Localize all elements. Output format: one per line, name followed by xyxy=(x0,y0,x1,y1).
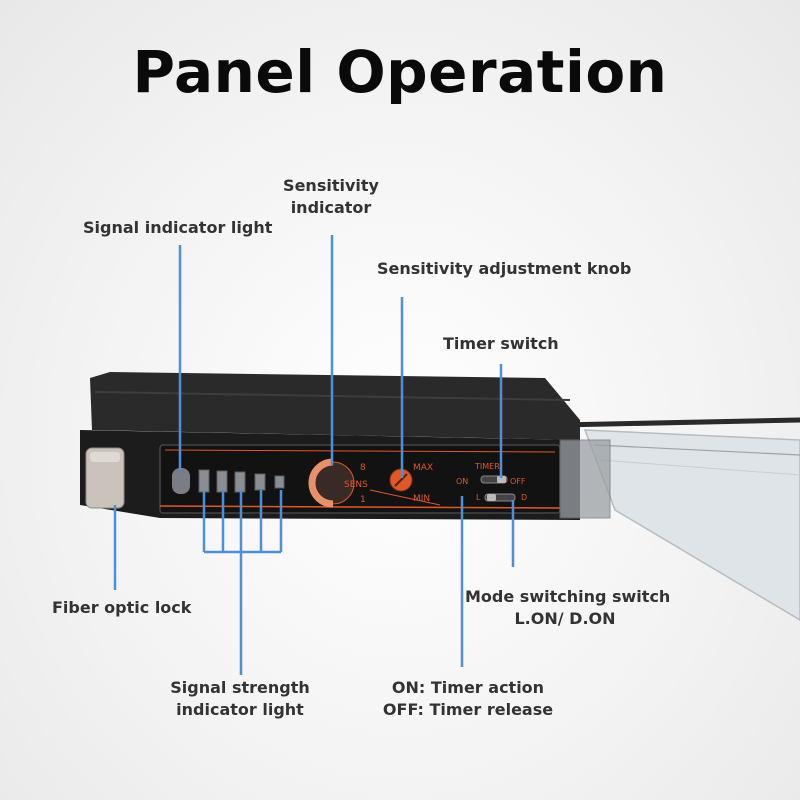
label-mode-switching-line1: Mode switching switch xyxy=(465,587,671,606)
label-signal-indicator-light: Signal indicator light xyxy=(83,218,273,237)
label-signal-strength-indicator: Signal strength indicator light xyxy=(160,677,320,721)
timer-label: TIMER xyxy=(474,462,500,471)
dial-8-label: 8 xyxy=(360,463,366,473)
mode-l-label: L xyxy=(476,493,481,502)
fiber-optic-lock xyxy=(85,447,125,509)
label-mode-switching-switch: Mode switching switch L.ON/ D.ON xyxy=(465,586,671,630)
mode-switch-slider xyxy=(487,494,496,501)
sensitivity-indicator xyxy=(308,458,355,508)
label-sensitivity-indicator: Sensitivity indicator xyxy=(272,175,390,219)
min-label: MIN xyxy=(413,494,430,504)
timer-off-label: OFF xyxy=(510,477,526,486)
signal-indicator-light xyxy=(172,468,190,494)
label-mode-switching-line2: L.ON/ D.ON xyxy=(514,609,616,628)
page-title: Panel Operation xyxy=(132,38,668,106)
label-sensitivity-indicator-line1: Sensitivity xyxy=(283,176,379,195)
label-timer-desc-line2: OFF: Timer release xyxy=(382,700,554,719)
label-timer-desc-line1: ON: Timer action xyxy=(391,678,545,697)
label-signal-strength-line2: indicator light xyxy=(176,700,304,719)
dial-1-label: 1 xyxy=(360,495,366,505)
label-sensitivity-adjustment-knob: Sensitivity adjustment knob xyxy=(377,259,632,278)
max-label: MAX xyxy=(413,463,433,473)
timer-switch-slider xyxy=(497,476,506,483)
mode-d-label: D xyxy=(521,493,527,502)
label-timer-switch: Timer switch xyxy=(443,334,559,353)
leader-lines xyxy=(113,235,515,675)
label-timer-description: ON: Timer action OFF: Timer release xyxy=(378,677,558,721)
label-fiber-optic-lock: Fiber optic lock xyxy=(52,598,192,617)
label-signal-strength-line1: Signal strength xyxy=(170,678,310,697)
label-sensitivity-indicator-line2: indicator xyxy=(290,198,372,217)
timer-on-label: ON xyxy=(456,477,468,486)
sens-label: SENS xyxy=(344,480,368,490)
